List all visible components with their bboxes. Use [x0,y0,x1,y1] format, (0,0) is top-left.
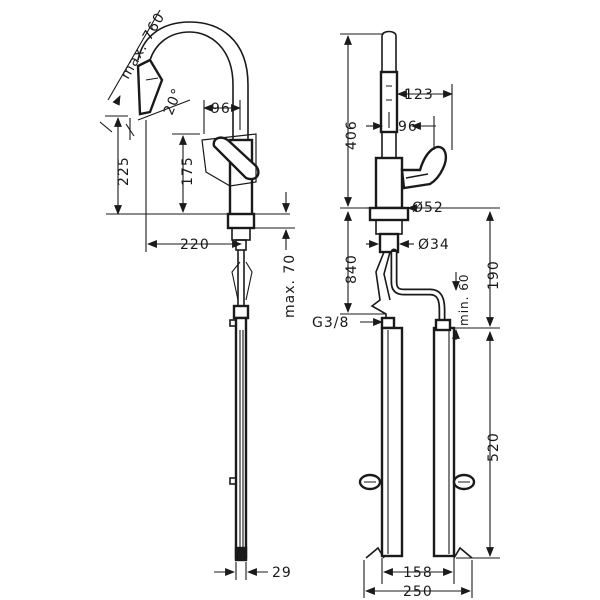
label-handle-height: 175 [180,156,196,186]
front-nut [378,232,400,254]
side-clip-a [229,319,237,327]
side-dimensions: max. 760 20° 225 175 96 220 max. 70 [99,9,298,581]
label-handle-width: 96 [398,119,418,135]
pull-out-head [136,58,164,116]
front-handle-line [405,173,429,179]
front-spray-head [379,70,399,134]
handle-cap [201,133,257,187]
shank-top [231,227,251,241]
label-base-diameter: Ø52 [412,200,444,216]
front-hose-core [392,252,444,328]
shank-nut [235,239,247,251]
dim-225-ticks [99,121,135,137]
front-right-fitting [434,318,452,332]
front-head-detail [386,85,392,128]
label-min-clearance: min. 60 [457,273,471,326]
label-weight-width: 250 [403,584,433,600]
side-clip-b [229,477,237,485]
weight-inner-lines [387,330,450,554]
label-total-height: 406 [344,120,360,150]
head-seam [145,77,159,81]
front-dimensions: 406 123 96 Ø52 Ø34 840 G3/8 min. 60 190 [312,33,502,600]
front-shank [375,219,403,235]
label-head-clearance: 123 [404,87,434,103]
side-hose-bend [231,261,253,301]
side-hose-end [234,546,248,562]
weight-feet [365,546,473,559]
spout-arc [149,31,234,140]
side-hose-sleeve [234,316,248,560]
front-deck [368,206,410,222]
label-hose-length: 840 [344,254,360,284]
weight-left-bar [380,326,404,558]
label-angle: 20° [161,86,186,118]
label-deck-thickness: max. 70 [282,254,298,318]
front-left-hose [370,251,387,330]
label-spout-height: 225 [116,156,132,186]
label-weight-height: 520 [486,432,502,462]
front-left-hose-b [383,251,391,301]
label-handle-offset: 96 [211,101,231,117]
front-thread-fitting [380,316,396,330]
label-hose-diameter: 29 [272,565,292,581]
dim-line-reach [107,9,161,101]
side-hose [237,250,245,310]
front-handle [400,145,447,190]
label-shank-diameter: Ø34 [418,237,450,253]
front-supply-hose [390,248,446,332]
label-projection: 220 [180,237,210,253]
front-view [358,30,476,559]
front-body [374,156,404,210]
label-shank-length: 190 [486,260,502,290]
weight-right-bar [432,326,456,558]
label-weight-spacing: 158 [403,565,433,581]
side-hose-line [239,330,244,550]
deck-base [226,212,256,230]
side-hose-clamp [232,304,250,320]
spout-arc-inner [137,21,249,140]
dim-angle-line [137,99,191,121]
label-thread: G3/8 [312,315,349,331]
